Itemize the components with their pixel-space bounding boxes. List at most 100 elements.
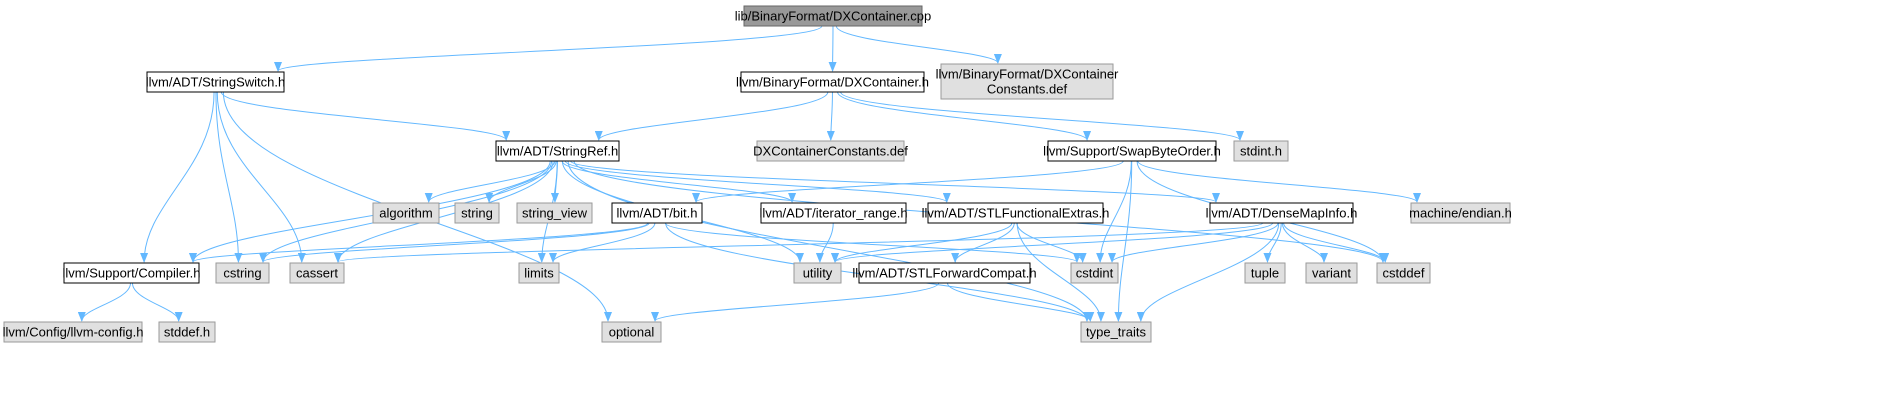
node-label: cstring [223,266,261,281]
node-string-view: string_view [516,202,593,224]
node-swapbyteorder[interactable]: llvm/Support/SwapByteOrder.h [1043,140,1221,162]
edge-densemapinfo-to-cstddef [1283,222,1390,263]
node-tuple: tuple [1244,262,1286,284]
node-box [927,202,1104,224]
node-densemapinfo[interactable]: llvm/ADT/DenseMapInfo.h [1206,202,1358,224]
node-label: cassert [296,266,338,281]
node-dxconst-def: DXContainerConstants.def [753,140,908,162]
edge-densemapinfo-to-type_traits [1136,222,1280,322]
edge-stringswitch-to-compiler_h [140,91,215,263]
node-llvm-config: llvm/Config/llvm-config.h [3,321,143,343]
node-root[interactable]: lib/BinaryFormat/DXContainer.cpp [735,5,932,27]
node-label: machine/endian.h [1409,206,1512,221]
node-box [756,140,905,162]
node-box [146,71,285,93]
node-box [1070,262,1119,284]
node-type-traits: type_traits [1080,321,1152,343]
node-box [158,321,216,343]
node-label: type_traits [1086,325,1146,340]
node-stlfunctional[interactable]: llvm/ADT/STLFunctionalExtras.h [922,202,1110,224]
node-stlforward[interactable]: llvm/ADT/STLForwardCompat.h [852,262,1037,284]
edge-bit_h-to-cstring [259,222,650,263]
edge-root-to-stringswitch [274,25,823,72]
node-label: lib/BinaryFormat/DXContainer.cpp [735,9,932,24]
node-box [1376,262,1431,284]
node-box [1233,140,1289,162]
node-box [372,202,440,224]
node-variant: variant [1305,262,1358,284]
node-cstddef: cstddef [1376,262,1431,284]
edge-stringref-to-iterator_range [561,160,796,203]
edge-stringswitch-to-cstring [215,91,243,263]
node-stringswitch[interactable]: llvm/ADT/StringSwitch.h [146,71,285,93]
node-dxcontainer-h[interactable]: llvm/BinaryFormat/DXContainer.h [736,71,929,93]
node-utility: utility [793,262,842,284]
node-string: string [454,202,500,224]
edge-stringswitch-to-stringref [220,91,511,141]
node-dxconst-def-full: llvm/BinaryFormat/DXContainerConstants.d… [936,63,1119,100]
node-label: string_view [522,206,588,221]
edge-stlfunctional-to-utility [831,222,1013,263]
node-box [1244,262,1286,284]
node-machine-endian: machine/endian.h [1409,202,1512,224]
edges-layer [77,25,1421,322]
node-label: llvm/ADT/StringRef.h [497,144,618,159]
node-box [1410,202,1511,224]
node-compiler-h[interactable]: llvm/Support/Compiler.h [63,262,201,284]
edge-dxcontainer_h-to-stringref [594,91,829,141]
edge-bit_h-to-compiler_h [189,222,649,263]
edge-swapbyteorder-to-bit_h [692,160,1124,203]
nodes-layer: lib/BinaryFormat/DXContainer.cpp llvm/ADT… [3,5,1512,343]
node-box [1047,140,1217,162]
node-box [289,262,345,284]
edge-dxcontainer_h-to-swapbyteorder [837,91,1091,141]
node-bit-h[interactable]: llvm/ADT/bit.h [611,202,703,224]
edge-dxcontainer_h-to-dxconst_def [826,91,835,141]
node-iterator-range[interactable]: llvm/ADT/iterator_range.h [759,202,908,224]
node-label: llvm/Support/SwapByteOrder.h [1043,144,1221,159]
node-box [858,262,1031,284]
node-box [1305,262,1358,284]
node-box [516,202,593,224]
edge-stringref-to-type_traits [567,160,1091,322]
edge-swapbyteorder-to-type_traits [1114,160,1133,322]
edge-densemapinfo-to-cassert [334,222,1264,263]
node-label: llvm/Support/Compiler.h [63,266,201,281]
node-box [793,262,842,284]
edge-stringref-to-compiler_h [189,160,551,263]
node-label: cstddef [1383,266,1425,281]
node-label: llvm/ADT/STLFunctionalExtras.h [922,206,1110,221]
node-label: llvm/ADT/StringSwitch.h [146,75,285,90]
node-box [3,321,143,343]
node-label: limits [524,266,554,281]
node-label: cstdint [1076,266,1114,281]
edge-stlforward-to-type_traits [946,282,1095,322]
node-label: utility [803,266,833,281]
edge-densemapinfo-to-utility [831,222,1274,263]
node-label: stdint.h [1240,144,1282,159]
node-box [940,63,1114,100]
node-label: DXContainerConstants.def [753,144,908,159]
node-label: llvm/BinaryFormat/DXContainer.h [736,75,929,90]
node-label: llvm/ADT/DenseMapInfo.h [1206,206,1358,221]
node-label: llvm/BinaryFormat/DXContainer [936,67,1119,82]
node-box [454,202,500,224]
edge-stlfunctional-to-stlforward [951,222,1015,263]
node-box [1209,202,1354,224]
node-box [215,262,270,284]
node-label: llvm/ADT/iterator_range.h [759,206,907,221]
node-algorithm: algorithm [372,202,440,224]
node-stringref[interactable]: llvm/ADT/StringRef.h [495,140,620,162]
edge-bit_h-to-cstdint [664,222,1081,263]
node-box [1080,321,1152,343]
node-cstring: cstring [215,262,270,284]
edge-swapbyteorder-to-cstdint [1096,160,1132,263]
node-label: tuple [1251,266,1279,281]
edge-stringref-to-densemapinfo [570,160,1220,203]
node-label: llvm/ADT/bit.h [617,206,698,221]
edge-stringref-to-cassert [334,160,554,263]
node-cstdint: cstdint [1070,262,1119,284]
edge-compiler_h-to-llvm_config [77,282,132,322]
node-label: stddef.h [164,325,210,340]
node-box [518,262,560,284]
